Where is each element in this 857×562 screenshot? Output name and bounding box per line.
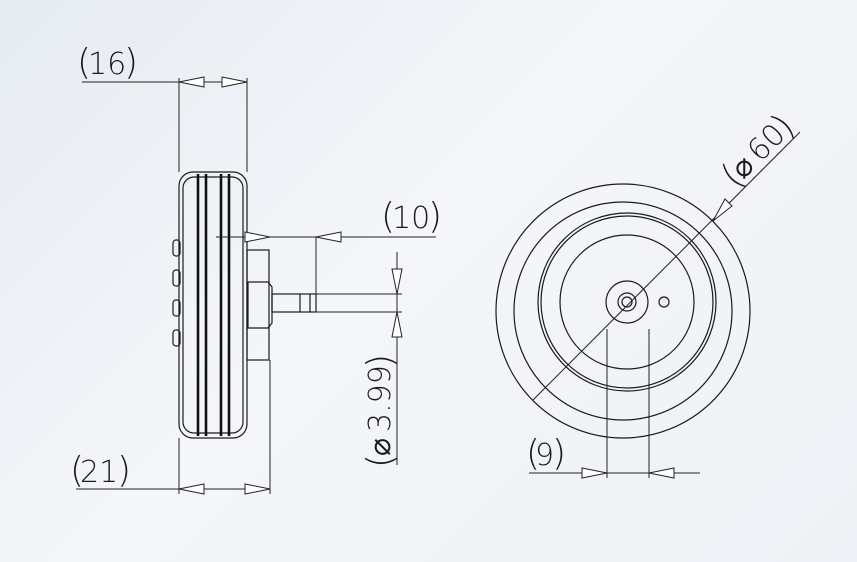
- dimension-wheel-diameter-60: ( ⌀ 60 ): [532, 107, 803, 401]
- svg-text:): ): [428, 196, 442, 237]
- axle-hole-inner: [621, 296, 633, 308]
- svg-text:): ): [117, 450, 131, 491]
- wheel-front-view: [495, 183, 751, 439]
- rim-inner-circle: [540, 215, 714, 389]
- dimension-label: 9: [535, 438, 554, 473]
- dimension-axle-diameter-3.99: ( ⌀ 3.99 ): [316, 252, 403, 468]
- svg-text:(: (: [381, 196, 395, 237]
- tire-outer-circle: [495, 183, 751, 439]
- tire-outline-side: [178, 171, 248, 439]
- pin-hole: [658, 296, 670, 308]
- dimension-hub-offset-9: ( 9 ): [526, 329, 700, 479]
- svg-text:(: (: [526, 433, 540, 474]
- svg-text:(: (: [70, 450, 84, 491]
- dimension-side-width-21: ( 21 ): [70, 360, 271, 495]
- tire-inner-outline-side: [182, 176, 244, 434]
- sidewall-bumps: [172, 239, 181, 347]
- dimension-side-width-16: ( 16 ): [77, 42, 248, 172]
- hub-boss-circle: [605, 280, 649, 324]
- axle-hole-outer: [617, 292, 637, 312]
- axle-collar: [247, 281, 273, 329]
- dimension-label: 10: [392, 201, 430, 236]
- svg-text:(: (: [77, 42, 91, 83]
- rim-outer-circle: [537, 212, 717, 392]
- svg-text:): ): [360, 354, 401, 368]
- wheel-side-view: [172, 171, 317, 439]
- axle-shaft: [271, 293, 317, 313]
- dimension-label: 21: [80, 455, 118, 490]
- dimension-label: 16: [88, 47, 126, 82]
- svg-text:(: (: [360, 454, 401, 468]
- dimension-symbol: ⌀: [363, 438, 398, 456]
- svg-text:): ): [552, 433, 566, 474]
- tire-groove-circle: [513, 201, 733, 421]
- hub-face-circle: [559, 234, 695, 370]
- dimension-label: 3.99: [363, 365, 398, 432]
- hub-boss-side: [246, 249, 270, 361]
- dimension-axle-length-10: ( 10 ): [216, 196, 442, 294]
- svg-text:): ): [124, 42, 138, 83]
